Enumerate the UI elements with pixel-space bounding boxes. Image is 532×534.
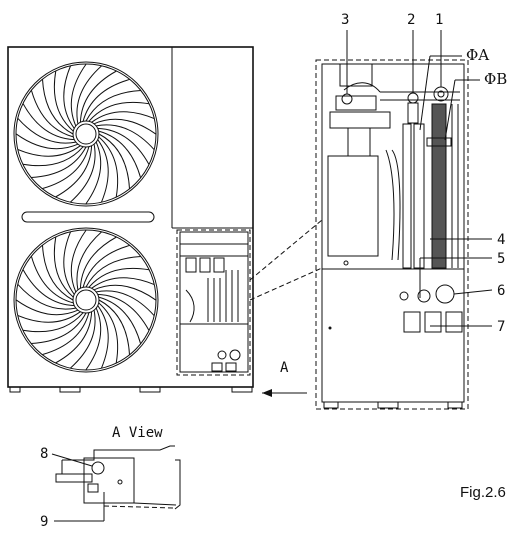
fan-blade-line (22, 312, 84, 333)
callout-4: 4 (497, 232, 505, 248)
fan-blade-line (42, 146, 90, 190)
lower-fan (13, 227, 159, 373)
fan-blade-line (15, 133, 79, 150)
fan-blade-line (17, 117, 76, 144)
view-arrow-a (262, 389, 307, 397)
callout-phi-b: ΦB (484, 70, 507, 88)
service-window (176, 229, 251, 376)
fan-blade-line (98, 299, 130, 355)
fan-blade-line (76, 65, 103, 124)
fan-blade-line (98, 296, 142, 344)
fan-blade-line (85, 307, 102, 371)
fan-blade-line (85, 90, 141, 122)
projection-lines (249, 219, 323, 301)
fan-blade-line (31, 146, 87, 178)
fan-blade-line (93, 118, 157, 135)
fan-blade-line (70, 229, 87, 293)
fan-blade-line (85, 141, 102, 205)
fan-blade-line (70, 63, 87, 127)
fan-blade-line (82, 78, 130, 122)
fan-blade-line (17, 145, 81, 157)
fan-blade-line (98, 136, 119, 198)
enlarged-internal-view (315, 59, 469, 410)
fan-blade-line (82, 244, 130, 288)
fan-blade-line (91, 277, 155, 289)
callout-8: 8 (40, 446, 48, 462)
fan-blade-line (30, 256, 74, 304)
outdoor-unit-front (7, 46, 254, 393)
fan-blade-line (97, 293, 150, 331)
fan-blade-line (55, 145, 93, 198)
callout-6: 6 (497, 283, 505, 299)
callout-9: 9 (40, 514, 48, 530)
fan-separator-bar (21, 211, 155, 223)
fan-blade-line (42, 79, 74, 135)
fan-blade-line (42, 312, 90, 356)
fan-blade-line (22, 146, 84, 167)
fan-blade-line (97, 139, 109, 203)
fan-blade-line (96, 290, 155, 317)
callout-7: 7 (497, 319, 505, 335)
leader-8 (51, 453, 93, 467)
fan-blade-line (97, 127, 150, 165)
fan-blade-line (63, 231, 75, 295)
fan-blade-line (76, 231, 103, 290)
fan-blade-line (93, 284, 157, 301)
fan-blade-line (79, 70, 117, 123)
fan-blade-line (69, 144, 96, 203)
fan-blade-line (69, 310, 96, 369)
fan-blade-line (17, 283, 76, 310)
fan-blade-line (17, 311, 81, 323)
fan-blade-line (22, 269, 75, 307)
fan-blade-line (22, 103, 75, 141)
fan-blade-line (30, 90, 74, 138)
fan-blade-line (85, 256, 141, 288)
fan-blade-line (88, 101, 150, 122)
callout-3: 3 (341, 12, 349, 28)
fan-blade-line (42, 245, 74, 301)
fan-blade-line (53, 70, 74, 132)
fan-blade-line (15, 299, 79, 316)
view-label: A View (112, 425, 163, 441)
callout-5: 5 (497, 251, 505, 267)
arrow-label: A (280, 360, 289, 376)
fan-blade-line (31, 312, 87, 344)
fan-blade-line (91, 111, 155, 123)
upper-fan (13, 61, 159, 207)
a-view-drawing (55, 445, 181, 510)
fan-blade-line (97, 305, 109, 369)
fan-blade-line (98, 302, 119, 364)
leader-lines (346, 30, 493, 327)
fan-blade-line (63, 65, 75, 129)
fan-blade-line (98, 133, 130, 189)
fan-blade-line (96, 124, 155, 151)
fan-blade-line (98, 130, 142, 178)
callout-2: 2 (407, 12, 415, 28)
callout-1: 1 (435, 12, 443, 28)
cabinet-outline (7, 46, 254, 388)
fan-blade-line (79, 236, 117, 289)
fan-blade-line (88, 267, 150, 288)
figure-label: Fig.2.6 (460, 484, 506, 501)
fan-blade-line (55, 311, 93, 364)
callout-phi-a: ΦA (466, 46, 489, 64)
fan-blade-line (53, 236, 74, 298)
